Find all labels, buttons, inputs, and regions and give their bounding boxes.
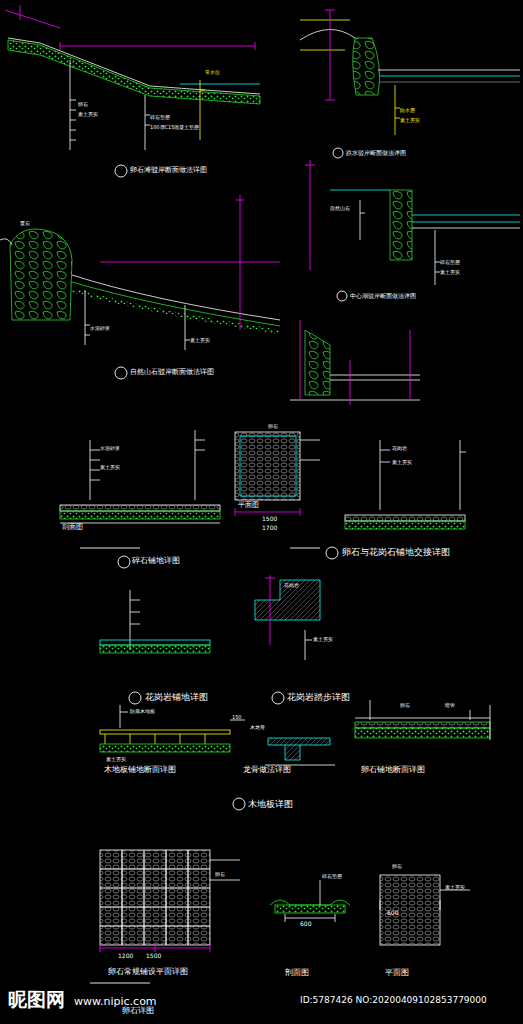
note-label: 卵石	[78, 102, 88, 107]
watermark: www.nipic.com	[74, 996, 157, 1008]
note-label: 素土夯实	[78, 112, 98, 117]
note-label: 常水位	[205, 70, 220, 75]
note-label: 素土夯实	[400, 118, 420, 123]
note-label: 卵石	[215, 872, 225, 877]
detail-title: 卵石铺地断面详图	[361, 766, 425, 774]
note-label: 置石	[20, 221, 30, 226]
watermark: 昵图网	[8, 990, 65, 1010]
note-label: 花岗岩	[392, 446, 407, 451]
note-label: 花岗岩	[284, 583, 299, 588]
note-label: 防腐木地板	[130, 709, 155, 714]
note-label: 素土夯实	[190, 338, 210, 343]
note-label: 素土夯实	[440, 270, 460, 275]
detail-title: 卵石滩驳岸断面做法详图	[130, 167, 207, 174]
note-label: 150	[232, 715, 242, 720]
detail-title: 碎石铺地详图	[132, 557, 180, 565]
note-label: 素土夯实	[313, 637, 333, 642]
note-label: 水泥砂浆	[90, 326, 110, 331]
detail-title: 花岗岩铺地详图	[145, 693, 208, 702]
detail-title: 中心湖驳岸断面做法详图	[350, 293, 416, 299]
note-label: 木龙骨	[250, 725, 265, 730]
note-label: 暗管	[445, 703, 455, 708]
note-label: 防水层	[400, 108, 415, 113]
detail-title: 卵石详图	[122, 1007, 154, 1015]
watermark: ID:5787426 NO:20200409102853779000	[300, 996, 487, 1005]
detail-title: 1500	[262, 516, 277, 522]
note-label: 600	[300, 921, 311, 927]
detail-title: 龙骨做法详图	[243, 766, 291, 774]
note-label: 素土夯实	[445, 885, 465, 890]
note-label: 卵石	[400, 703, 410, 708]
detail-title: 剖面图	[285, 969, 309, 977]
note-label: 卵石	[268, 424, 278, 429]
detail-title: 平面图	[238, 502, 259, 509]
note-label: 碎石垫层	[322, 874, 342, 879]
detail-title: 平面图	[385, 969, 409, 977]
note-label: 碎石垫层	[150, 115, 170, 120]
note-label: 1200	[118, 953, 133, 959]
note-label: 素土夯实	[100, 465, 120, 470]
detail-title: 木地板详图	[248, 800, 293, 809]
detail-title: 木地板铺地断面详图	[104, 766, 176, 774]
note-label: 100厚C15混凝土垫层	[150, 125, 199, 130]
note-label: 水泥砂浆	[100, 446, 120, 451]
note-label: 600	[387, 910, 398, 916]
note-label: 卵石	[392, 864, 402, 869]
note-label: 素土夯实	[106, 757, 126, 762]
detail-title: 花岗岩踏步详图	[287, 693, 350, 702]
detail-title: 剖面图	[62, 524, 83, 531]
note-label: 1500	[146, 953, 161, 959]
note-label: 碎石垫层	[440, 260, 460, 265]
note-label: 素土夯实	[392, 460, 412, 465]
detail-title: 卵石与花岗石铺地交接详图	[342, 548, 450, 557]
detail-title: 1700	[262, 525, 277, 531]
detail-title: 卵石常规铺设平面详图	[108, 968, 188, 976]
note-label: 自然山石	[330, 206, 350, 211]
detail-title: 跌水驳岸断面做法详图	[346, 150, 406, 156]
detail-title: 自然山石驳岸断面做法详图	[130, 369, 214, 376]
